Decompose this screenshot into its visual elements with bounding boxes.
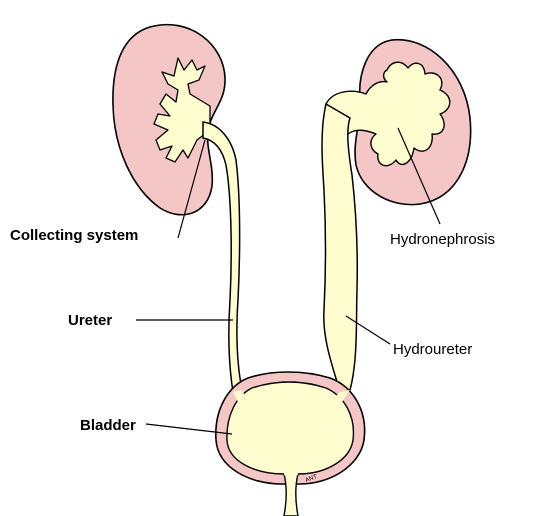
- label-hydroureter: Hydroureter: [393, 341, 472, 358]
- artist-signature: ANT: [305, 474, 319, 484]
- bladder-lumen: [226, 381, 355, 475]
- label-hydronephrosis: Hydronephrosis: [390, 231, 495, 248]
- label-bladder: Bladder: [80, 417, 136, 434]
- left-collecting-system: [153, 57, 211, 163]
- label-collecting-system: Collecting system: [10, 227, 138, 244]
- leader-bladder: [145, 423, 233, 435]
- label-ureter: Ureter: [68, 312, 112, 329]
- right-dilated-collecting-system: [324, 61, 451, 167]
- right-dilated-ureter: [321, 102, 359, 393]
- urethra: [283, 473, 299, 516]
- leader-hydroureter: [345, 315, 391, 345]
- leader-collecting-system: [177, 139, 206, 239]
- leader-hydronephrosis: [397, 127, 441, 225]
